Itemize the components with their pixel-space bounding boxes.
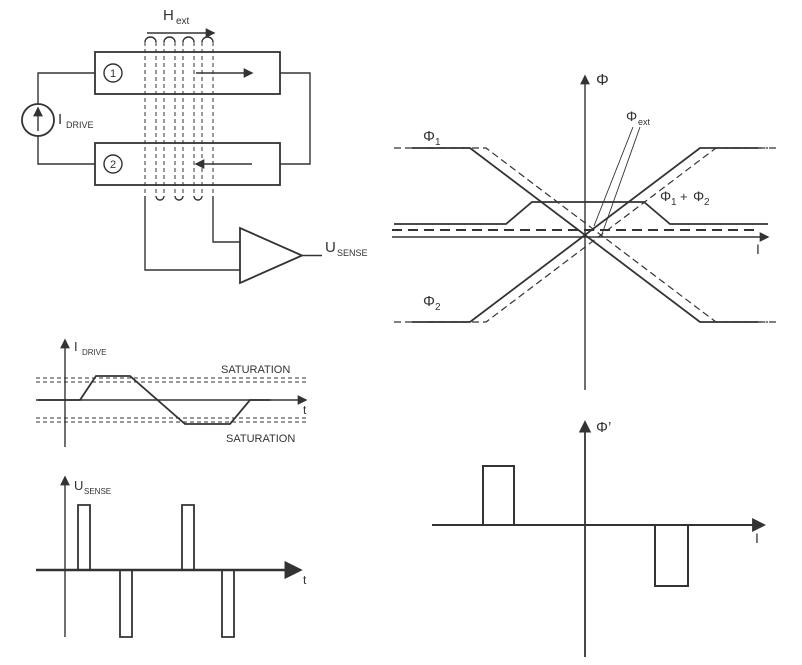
phi-ext-leader-line-2 bbox=[601, 126, 641, 235]
phi-ext-label: Φ bbox=[626, 108, 637, 124]
usense-x-label: t bbox=[303, 573, 307, 587]
i-drive-subscript: DRIVE bbox=[66, 120, 94, 130]
idrive-y-subscript: DRIVE bbox=[82, 348, 106, 357]
phiprime-x-label: I bbox=[755, 530, 759, 546]
wire-source-to-core1 bbox=[37, 72, 95, 104]
winding-arc-top bbox=[201, 36, 214, 43]
core2-number: 2 bbox=[110, 159, 116, 171]
wire-core1-to-core2 bbox=[280, 72, 311, 165]
sense-winding bbox=[144, 36, 214, 201]
idrive-y-label: I bbox=[74, 339, 78, 354]
phiprime-pulse-up bbox=[482, 465, 515, 524]
core1-number-circle bbox=[103, 63, 123, 83]
circuit-diagram: H ext 1 2 bbox=[21, 7, 368, 285]
usense-pulse-up-2 bbox=[181, 504, 195, 569]
usense-y-subscript: SENSE bbox=[84, 487, 111, 496]
idrive-waveform bbox=[38, 375, 270, 425]
h-ext-label: H bbox=[163, 7, 174, 24]
winding-arc-top bbox=[144, 36, 157, 43]
phi-sum-label-plus: + bbox=[680, 189, 688, 204]
usense-waveform-graph: U SENSE t bbox=[36, 475, 307, 638]
phi1-label: Φ bbox=[423, 128, 435, 145]
amplifier-triangle bbox=[239, 226, 305, 285]
usense-y-label: U bbox=[74, 478, 83, 493]
winding-arc-bottom bbox=[193, 195, 203, 201]
core2-rect bbox=[94, 142, 281, 186]
phiprime-y-label: Φ’ bbox=[596, 419, 611, 436]
phi-sum-label-sub1: 1 bbox=[671, 197, 677, 208]
phi-sum-label-phi2: Φ bbox=[693, 188, 704, 204]
wire-winding-to-amp-bottom bbox=[144, 196, 240, 271]
usense-pulse-down-2 bbox=[221, 571, 235, 638]
flux-y-axis-label: Φ bbox=[596, 72, 609, 89]
usense-pulse-up-1 bbox=[77, 504, 91, 569]
phiprime-pulse-down bbox=[654, 526, 689, 587]
u-sense-subscript: SENSE bbox=[337, 248, 368, 258]
i-drive-label: I bbox=[58, 111, 62, 128]
phi-ext-leader-line-1 bbox=[593, 126, 634, 227]
phiprime-graph: Φ’ I bbox=[432, 419, 767, 657]
wire-source-to-core2 bbox=[37, 136, 95, 165]
saturation-label-upper: SATURATION bbox=[221, 364, 290, 376]
winding-arc-top bbox=[163, 36, 176, 43]
core2-number-circle bbox=[103, 154, 123, 174]
saturation-label-lower: SATURATION bbox=[226, 433, 295, 445]
phi-sum-curve bbox=[394, 201, 768, 225]
phi-sum-label-sub2: 2 bbox=[704, 197, 710, 208]
usense-pulse-down-1 bbox=[119, 571, 133, 638]
flux-x-axis-label: I bbox=[756, 241, 760, 257]
phi1-shifted-dashed-curve bbox=[428, 147, 768, 323]
core1-rect bbox=[94, 51, 281, 95]
core1-number: 1 bbox=[110, 68, 116, 80]
phi2-shifted-dashed-curve bbox=[428, 147, 768, 323]
idrive-x-label: t bbox=[303, 403, 307, 417]
u-sense-label: U bbox=[325, 239, 336, 256]
wire-winding-to-amp-top bbox=[212, 196, 240, 243]
phi-sum-label: Φ 1 + Φ 2 bbox=[660, 188, 710, 208]
flux-vs-current-graph: Φ I Φ 1 Φ 2 Φ ext Φ 1 + Φ 2 bbox=[392, 72, 776, 390]
phi2-label-subscript: 2 bbox=[435, 302, 441, 313]
winding-arc-bottom bbox=[155, 195, 165, 201]
phi1-label-subscript: 1 bbox=[435, 137, 441, 148]
h-ext-subscript: ext bbox=[176, 16, 190, 27]
winding-arc-bottom bbox=[174, 195, 184, 201]
idrive-waveform-graph: I DRIVE t SATURATION SATURATION bbox=[36, 338, 308, 447]
winding-arc-top bbox=[182, 36, 195, 43]
phi-ext-subscript: ext bbox=[638, 117, 651, 127]
phi2-label: Φ bbox=[423, 293, 435, 310]
phi-sum-label-phi1: Φ bbox=[660, 188, 671, 204]
